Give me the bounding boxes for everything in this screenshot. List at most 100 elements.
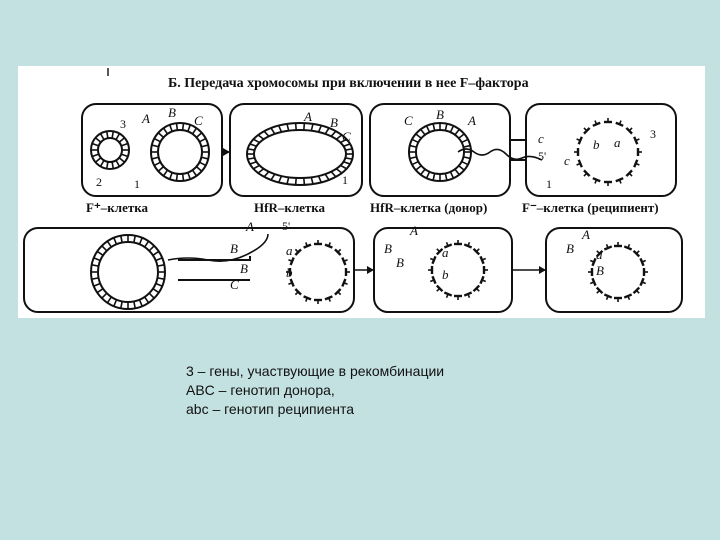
recipient-chromosome [596,289,601,294]
chromosome-rung [94,157,102,163]
chromosome-donor-bottom [97,241,159,303]
recipient-chromosome [305,242,309,247]
recipient-chromosome [583,169,591,177]
chromosome-rung [148,245,155,252]
label-C: C [194,113,203,128]
chromosome-rung [157,263,165,267]
chromosome-rung [454,168,460,176]
chromosome-rung [420,128,426,136]
chromosome-rung [286,123,290,131]
chromosome-rung [187,124,192,132]
chromosome-rung [93,257,101,262]
chromosome-rung [101,245,108,252]
chromosome-rung [263,171,270,178]
chromosome-rung [461,160,469,166]
label-b: b [286,265,293,280]
recipient-chromosome [589,281,595,285]
chromosome-rung [343,143,351,147]
chromosome-rung [425,125,431,133]
chromosome-rung [121,153,129,158]
chromosome-rung [458,133,465,139]
chromosome-rung [106,296,112,304]
chromosome-rung [96,288,104,294]
label-B: B [168,105,176,120]
chromosome-rung [294,123,297,131]
label-3: 3 [120,117,126,131]
recipient-chromosome [615,177,624,183]
recipient-chromosome [472,284,481,293]
chromosome-rung [253,138,260,144]
recipient-chromosome [618,179,622,184]
chromosome-rung [121,142,129,147]
recipient-chromosome [583,172,588,177]
chromosome-rung [409,144,417,148]
recipient-chromosome [627,295,631,301]
chromosome-rung [247,148,255,151]
chromosome-rung [187,172,192,180]
chromosome-rung [152,250,160,256]
chromosome-rung [263,130,270,137]
recipient-chromosome [576,138,581,142]
chromosome-rung [152,288,160,294]
recipient-chromosome [605,295,609,301]
label-c: c [564,153,570,168]
chromosome-rung [148,292,155,299]
chromosome-rung [191,127,198,135]
chromosome-hfr-donor [415,129,465,175]
legend-line-recipient-genotype: abc – генотип реципиента [186,401,355,417]
chromosome-rung [101,292,108,299]
chromosome-rung [153,137,161,143]
label-A: A [410,223,418,238]
chromosome-rung [195,165,203,172]
recipient-chromosome [334,288,342,296]
chromosome-rung [345,157,353,160]
label-B: B [230,241,238,256]
label-A: A [142,111,150,126]
chromosome-rung [113,299,118,307]
recipient-chromosome [635,162,640,166]
recipient-chromosome [628,172,633,177]
chromosome-rung [277,175,283,183]
recipient-chromosome [625,169,633,177]
chromosome-rung [294,177,297,185]
chromosome-rung [420,168,426,176]
chromosome-rung [303,123,306,131]
transferred-strand [167,233,269,262]
recipient-chromosome [429,279,435,283]
chromosome-rung [317,125,323,133]
label-3: 3 [650,127,656,141]
recipient-chromosome [628,127,633,132]
legend-line-genes: 3 – гены, участвующие в рекомбинации [186,363,445,379]
recipient-chromosome [294,248,299,253]
label-B: B [330,115,338,130]
recipient-chromosome [576,162,581,166]
label-a: a [614,135,621,150]
chromosome-rung [432,123,436,131]
label-A: A [468,113,476,128]
chromosome-rung [133,301,137,309]
chromosome-rung [115,159,121,167]
chromosome-rung [444,173,448,181]
chromosome-rung [113,237,118,245]
transferred-strand [457,148,543,161]
label-B: B [384,241,392,256]
recipient-chromosome [592,121,601,127]
chromosome-rung [155,257,163,262]
recipient-chromosome [627,243,631,249]
recipient-chromosome [288,281,293,285]
chromosome-rung [91,142,99,147]
chromosome-rung [303,177,306,185]
chromosome-rung [99,159,105,167]
chromosome-rung [310,177,314,185]
chromosome-rung [157,132,165,139]
label-B: B [596,263,604,278]
chromosome-rung [463,156,471,160]
chromosome-rung [175,173,179,181]
recipient-chromosome [595,286,604,295]
chromosome-rung [286,177,290,185]
label-1: 1 [342,173,348,187]
recipient-chromosome [481,257,487,261]
chromosome-rung [310,123,314,131]
diagram-drawing [23,68,683,313]
recipient-chromosome [592,177,601,183]
